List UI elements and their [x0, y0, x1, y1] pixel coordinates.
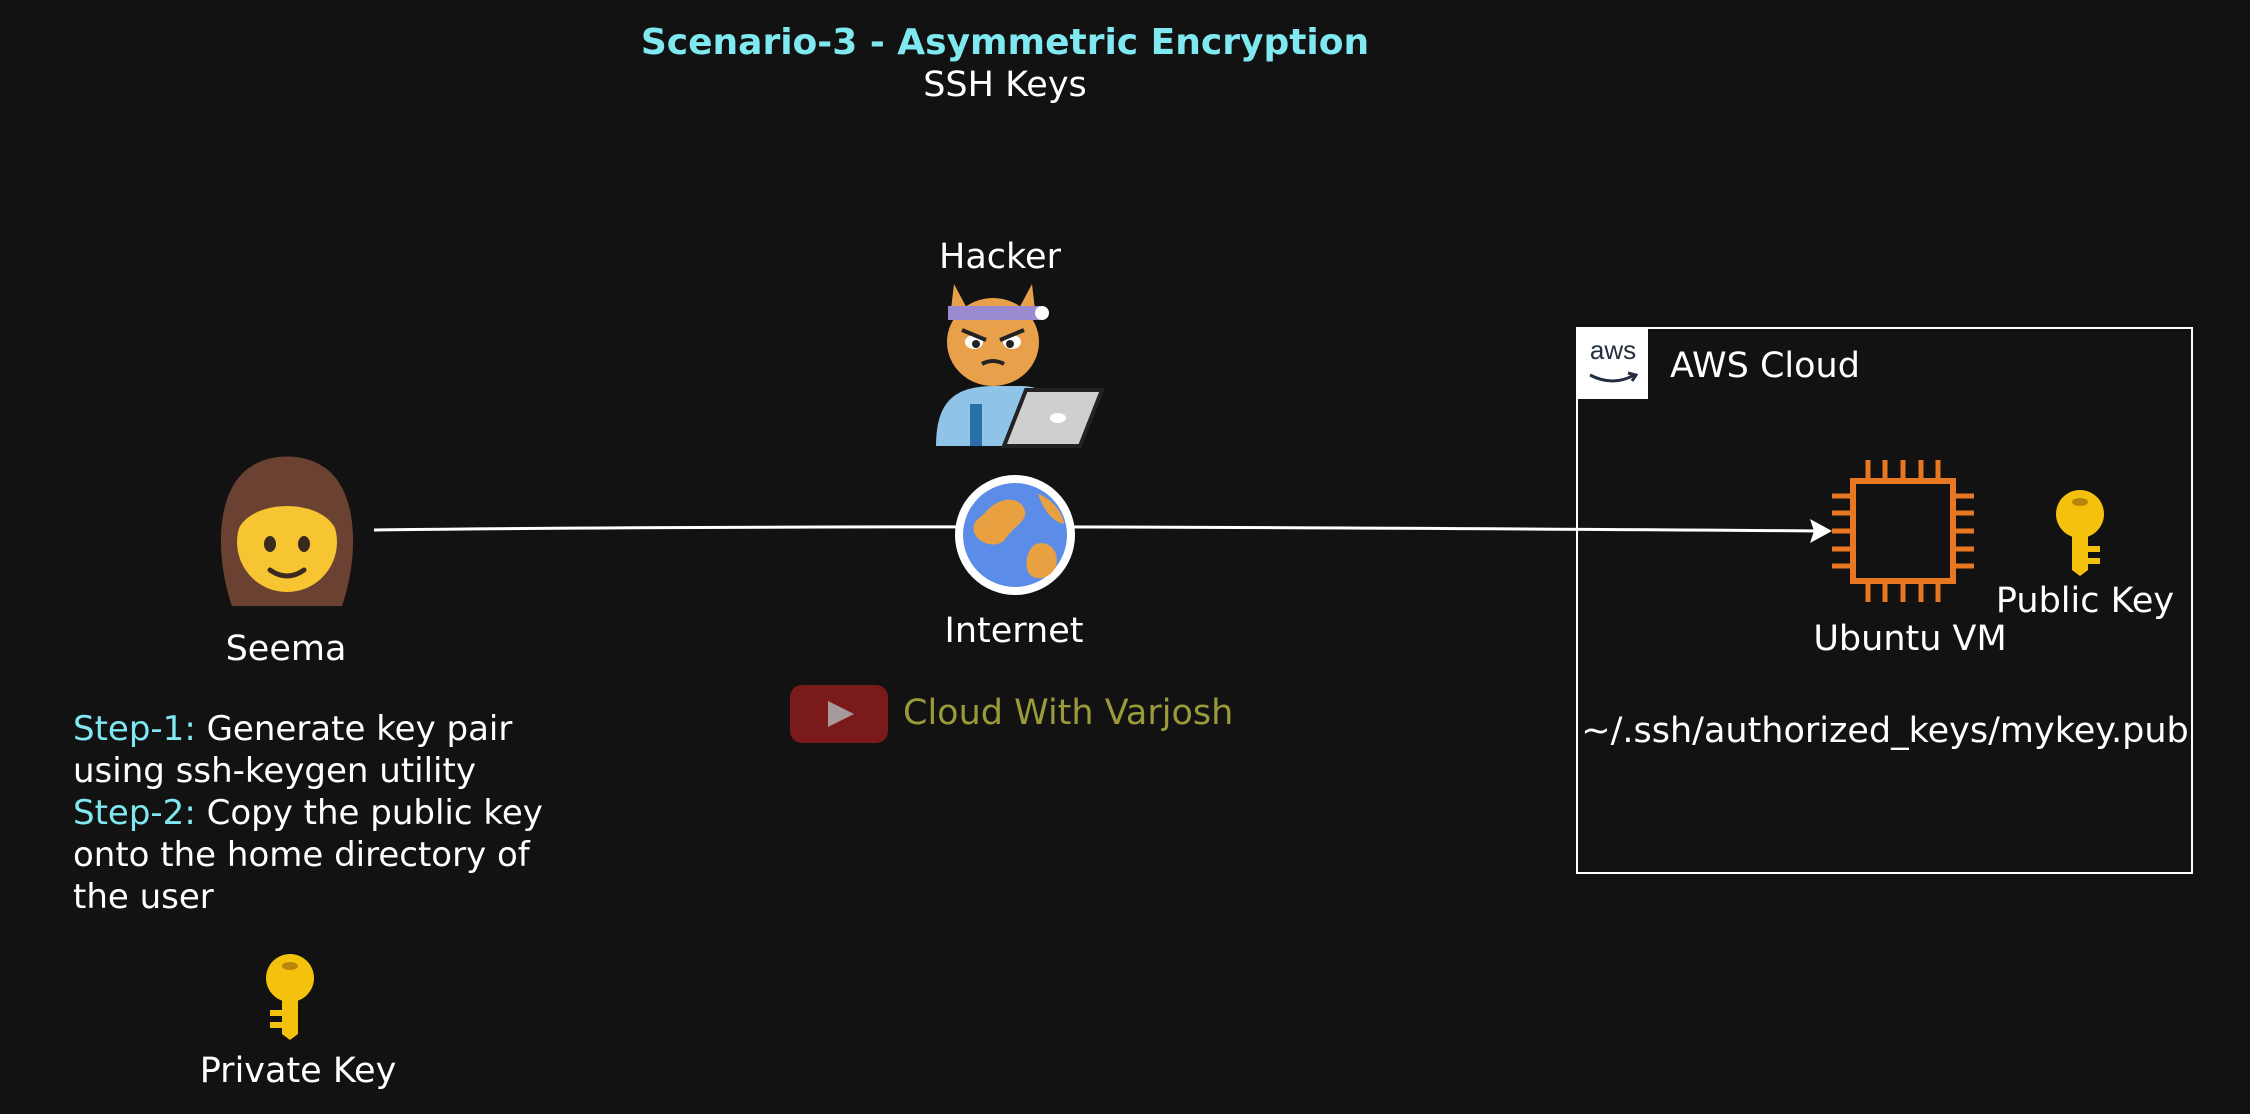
step-2-text: Copy the public key onto the home direct… [73, 793, 543, 917]
public-key-label: Public Key [1995, 581, 2175, 621]
aws-cloud-group [1576, 327, 2193, 874]
woman-emoji-icon [220, 456, 354, 606]
brand-label: Cloud With Varjosh [903, 693, 1234, 733]
steps-text: Step-1: Generate key pair using ssh-keyg… [73, 708, 593, 918]
hacker-label: Hacker [939, 237, 1061, 277]
key-icon [2056, 490, 2104, 576]
step-1-text: Generate key pair using ssh-keygen utili… [73, 709, 513, 791]
seema-to-vm-arrow [373, 525, 1829, 533]
internet-label: Internet [944, 611, 1084, 651]
ubuntu-vm-label: Ubuntu VM [1813, 619, 2007, 659]
hacker-cat-laptop-icon [936, 284, 1105, 448]
arrowhead [1810, 519, 1832, 543]
step-1-label: Step-1: [73, 709, 196, 749]
ec2-chip-icon [1832, 460, 1974, 602]
seema-label: Seema [225, 629, 347, 669]
diagram-subtitle: SSH Keys [923, 65, 1087, 105]
aws-smile-icon [1589, 371, 1638, 383]
private-key-label: Private Key [199, 1051, 397, 1091]
diagram-title: Scenario-3 - Asymmetric Encryption [640, 22, 1370, 63]
step-2-label: Step-2: [73, 793, 196, 833]
aws-logo-text: aws [1589, 335, 1637, 365]
aws-logo-icon: aws [1578, 329, 1648, 399]
key-icon [266, 954, 314, 1040]
aws-cloud-label: AWS Cloud [1670, 346, 1860, 386]
globe-icon [955, 475, 1075, 595]
authorized-keys-path: ~/.ssh/authorized_keys/mykey.pub [1581, 711, 2189, 751]
youtube-play-icon [790, 685, 888, 743]
